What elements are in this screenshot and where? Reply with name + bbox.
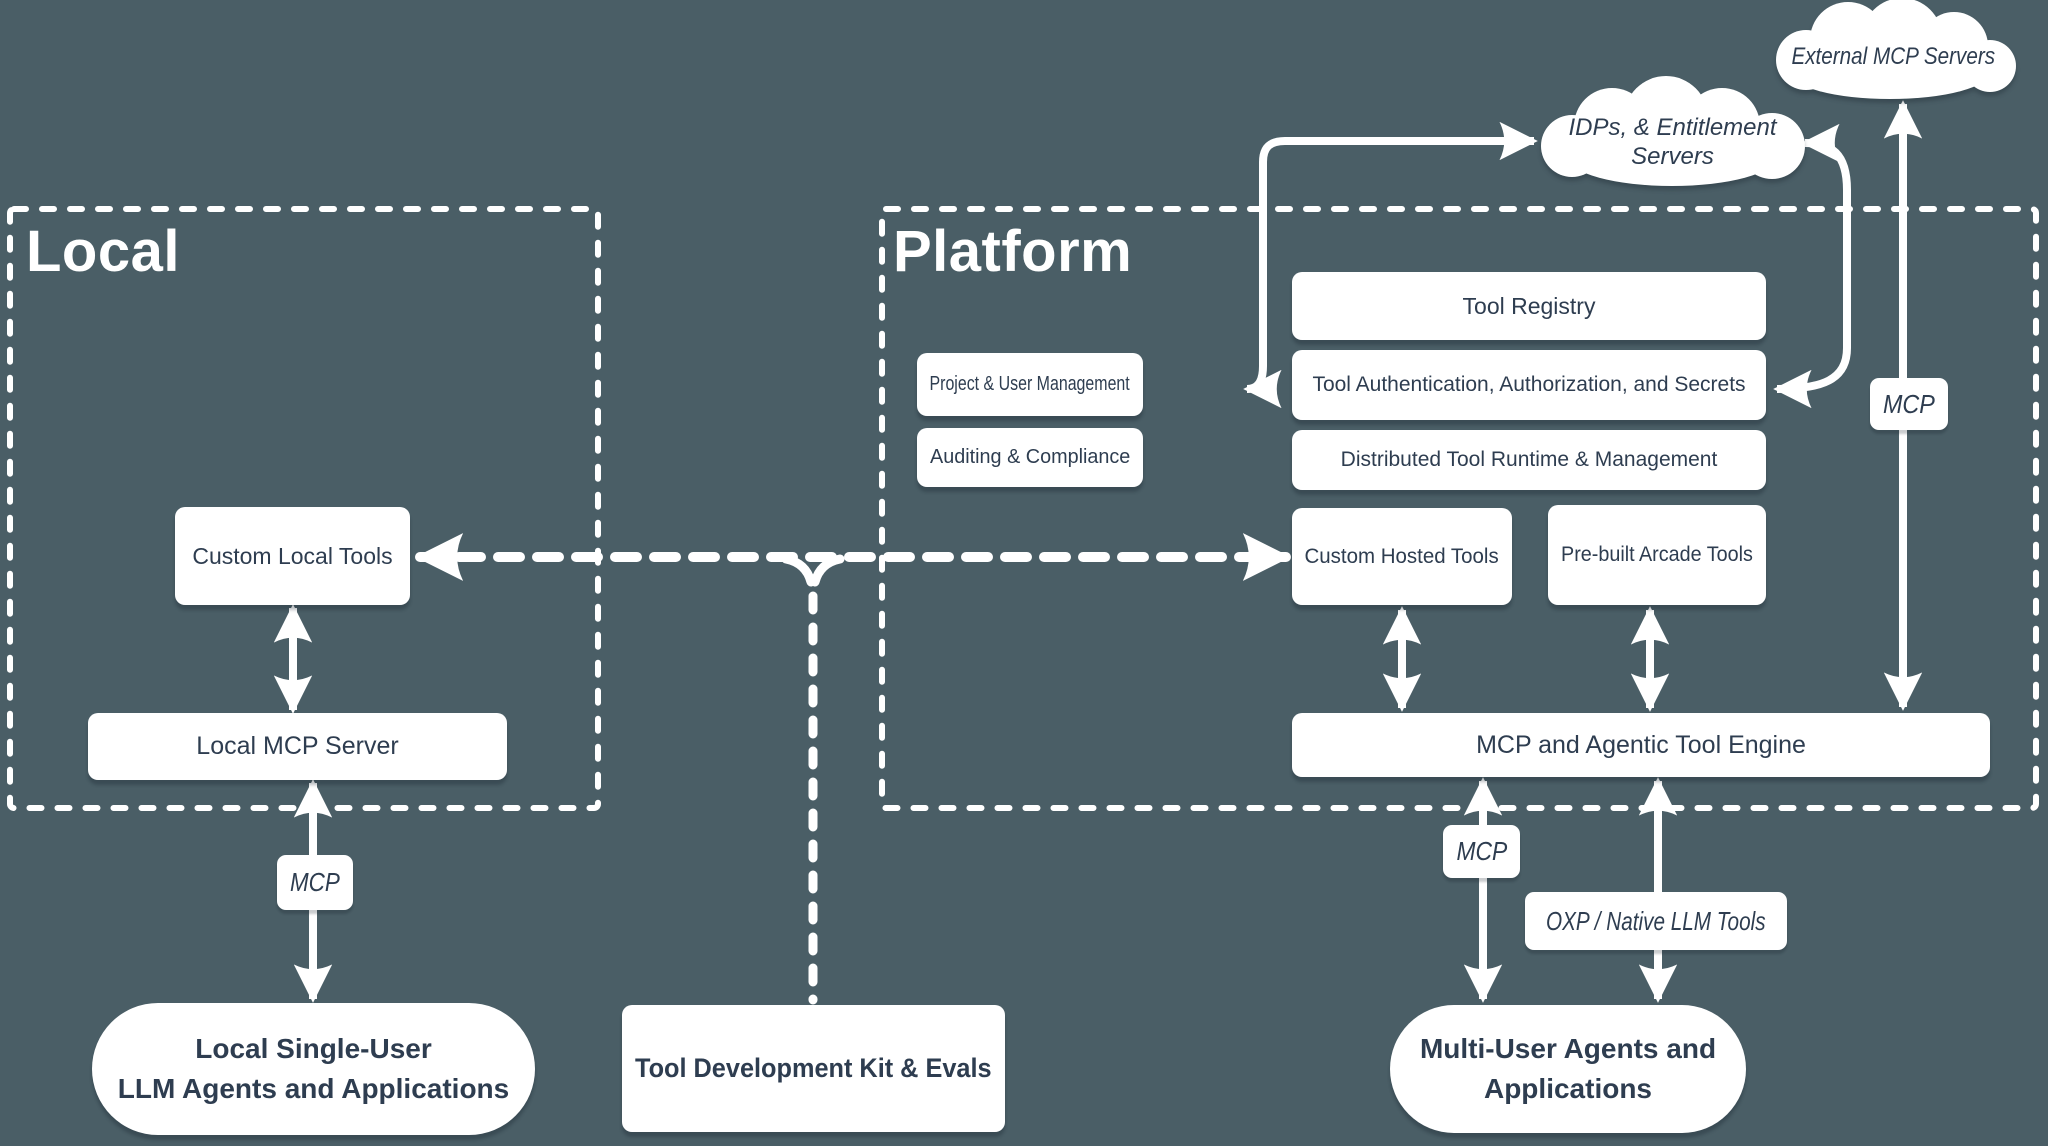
idps-label-line2: Servers (1631, 143, 1714, 170)
badge-mcp-platform: MCP (1443, 825, 1520, 878)
custom-hosted-tools-label: Custom Hosted Tools (1304, 544, 1500, 568)
node-custom-local-tools: Custom Local Tools (175, 507, 410, 605)
edge-projectmgmt-idps (1243, 121, 1538, 409)
project-user-management-label: Project & User Management (929, 373, 1131, 395)
branch-joint-left (781, 554, 816, 587)
custom-local-tools-label: Custom Local Tools (192, 542, 393, 569)
node-local-single-user-agents: Local Single-User LLM Agents and Applica… (92, 1003, 535, 1135)
tool-authentication-label: Tool Authentication, Authorization, and … (1312, 373, 1746, 396)
local-agents-label-line1: Local Single-User (195, 1033, 432, 1064)
branch-joint-right (810, 554, 845, 587)
tool-development-kit-label: Tool Development Kit & Evals (635, 1053, 992, 1083)
badge-mcp-external: MCP (1870, 378, 1948, 430)
mcp-agentic-tool-engine-label: MCP and Agentic Tool Engine (1476, 730, 1806, 759)
multi-agents-label-line2: Applications (1483, 1073, 1652, 1104)
node-tool-development-kit: Tool Development Kit & Evals (622, 1005, 1005, 1132)
auditing-compliance-label: Auditing & Compliance (929, 446, 1131, 468)
mcp-external-badge-label: MCP (1883, 388, 1935, 419)
badge-oxp-native-llm-tools: OXP / Native LLM Tools (1525, 892, 1787, 950)
tool-registry-label: Tool Registry (1462, 292, 1596, 319)
oxp-badge-label: OXP / Native LLM Tools (1546, 905, 1766, 936)
node-local-mcp-server: Local MCP Server (88, 713, 507, 780)
local-region-title: Local (26, 219, 180, 284)
external-mcp-servers-label: External MCP Servers (1775, 42, 2005, 71)
external-mcp-servers-text: External MCP Servers (1791, 43, 1996, 70)
node-auditing-compliance: Auditing & Compliance (917, 428, 1143, 487)
node-multi-user-agents: Multi-User Agents and Applications (1390, 1005, 1746, 1133)
edge-toolauth-idps (1773, 123, 1851, 409)
node-tool-authentication: Tool Authentication, Authorization, and … (1292, 350, 1766, 420)
idps-entitlement-servers-label: IDPs, & Entitlement Servers (1550, 113, 1795, 171)
node-tool-registry: Tool Registry (1292, 272, 1766, 340)
node-custom-hosted-tools: Custom Hosted Tools (1292, 508, 1512, 605)
distributed-tool-runtime-label: Distributed Tool Runtime & Management (1340, 448, 1718, 471)
idps-label-line1: IDPs, & Entitlement (1568, 114, 1777, 141)
local-region-border (7, 206, 601, 811)
node-project-user-management: Project & User Management (917, 353, 1143, 416)
platform-region-title: Platform (893, 219, 1133, 284)
local-mcp-server-label: Local MCP Server (196, 732, 399, 760)
local-agents-label-line2: LLM Agents and Applications (117, 1073, 510, 1104)
mcp-platform-badge-label: MCP (1456, 836, 1507, 866)
idps-entitlement-servers-cloud (1541, 76, 1805, 186)
prebuilt-arcade-tools-label: Pre-built Arcade Tools (1561, 543, 1753, 566)
external-mcp-servers-cloud (1776, 0, 2016, 99)
node-mcp-agentic-tool-engine: MCP and Agentic Tool Engine (1292, 713, 1990, 777)
multi-agents-label-line1: Multi-User Agents and (1419, 1033, 1717, 1064)
mcp-local-badge-label: MCP (290, 867, 340, 897)
node-distributed-tool-runtime: Distributed Tool Runtime & Management (1292, 430, 1766, 490)
node-prebuilt-arcade-tools: Pre-built Arcade Tools (1548, 505, 1766, 605)
badge-mcp-local: MCP (277, 855, 353, 910)
